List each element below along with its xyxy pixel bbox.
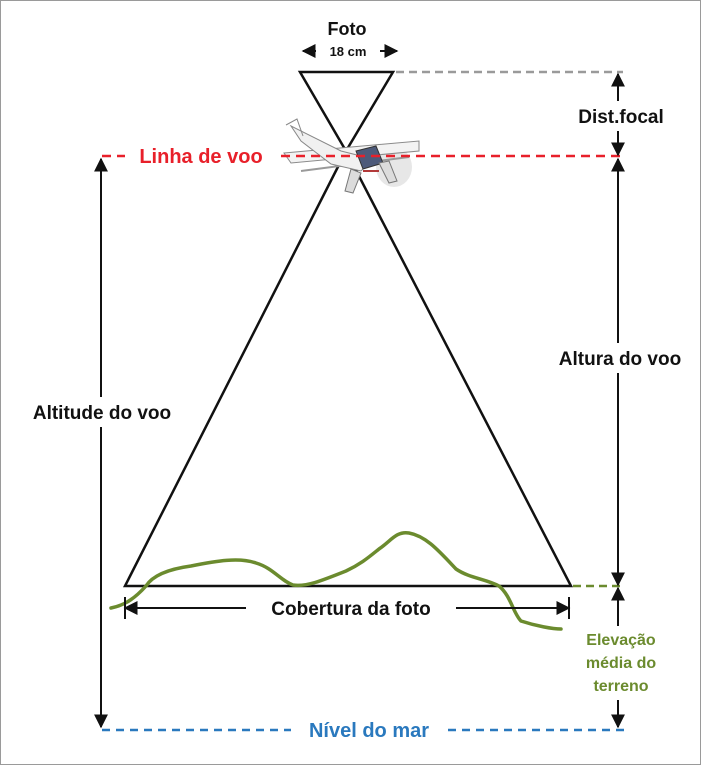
flight-line-label: Linha de voo xyxy=(139,146,262,168)
flight-height-label: Altura do voo xyxy=(559,349,681,370)
camera-triangle xyxy=(297,70,396,154)
airplane-icon xyxy=(283,118,420,194)
terrain-elevation-label-line2: média do xyxy=(586,655,656,672)
sea-level-label: Nível do mar xyxy=(309,720,429,742)
photo-coverage-label: Cobertura da foto xyxy=(271,599,430,620)
flight-altitude-label: Altitude do voo xyxy=(33,403,171,424)
terrain-elevation-label-line3: terreno xyxy=(593,678,648,695)
photo-label: Foto xyxy=(328,19,367,39)
terrain-elevation-label-line1: Elevação xyxy=(586,632,656,649)
photo-size-label: 18 cm xyxy=(330,44,367,59)
coverage-triangle xyxy=(122,148,574,588)
terrain-profile xyxy=(109,531,563,631)
focal-distance-label: Dist.focal xyxy=(578,107,664,128)
